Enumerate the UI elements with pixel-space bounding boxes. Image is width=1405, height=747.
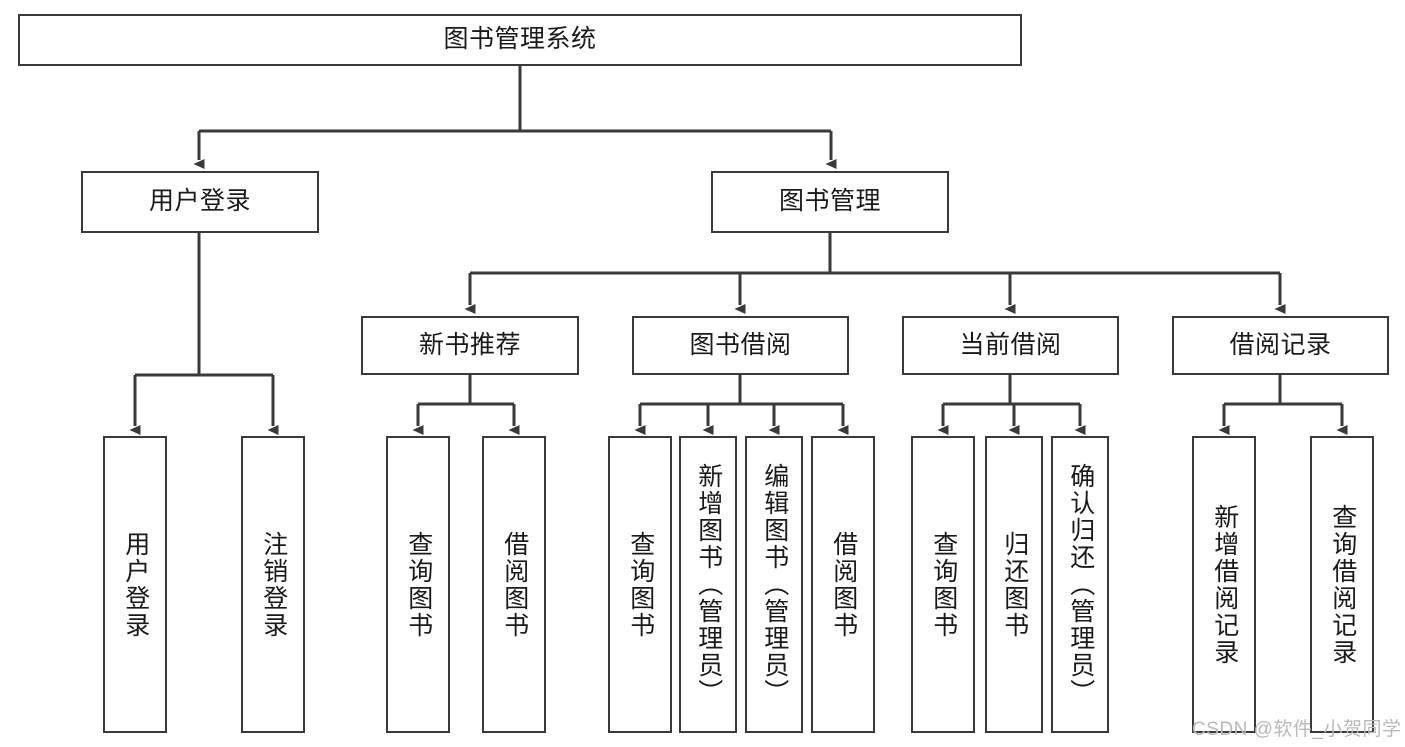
node-book-management[interactable]: 图书管理	[711, 171, 949, 233]
node-leaf-borrow-book-borrow-label: 借阅图书	[829, 530, 858, 639]
node-book-borrow[interactable]: 图书借阅	[632, 316, 849, 375]
node-leaf-return-book[interactable]: 归还图书	[985, 436, 1043, 733]
node-leaf-borrow-book-recommend-label: 借阅图书	[500, 530, 529, 639]
node-leaf-add-borrow-record-label: 新增借阅记录	[1210, 503, 1239, 666]
node-leaf-query-borrow-record[interactable]: 查询借阅记录	[1310, 436, 1374, 733]
node-leaf-add-borrow-record[interactable]: 新增借阅记录	[1192, 436, 1256, 733]
node-book-borrow-label: 图书借阅	[689, 330, 792, 359]
node-borrow-record-label: 借阅记录	[1229, 330, 1332, 359]
node-borrow-record[interactable]: 借阅记录	[1172, 316, 1389, 375]
node-leaf-user-login[interactable]: 用户登录	[103, 436, 167, 733]
node-leaf-confirm-return-admin[interactable]: 确认归还（管理员）	[1051, 436, 1109, 733]
csdn-watermark: CSDN @软件_小贺同学	[1192, 719, 1402, 740]
node-current-borrow[interactable]: 当前借阅	[902, 316, 1119, 375]
node-leaf-return-book-label: 归还图书	[1000, 530, 1029, 639]
node-leaf-logout-login-label: 注销登录	[259, 530, 288, 639]
node-root[interactable]: 图书管理系统	[18, 14, 1022, 66]
node-current-borrow-label: 当前借阅	[959, 330, 1062, 359]
node-leaf-edit-book-admin[interactable]: 编辑图书（管理员）	[745, 436, 803, 733]
node-new-book-recommend[interactable]: 新书推荐	[361, 316, 579, 375]
node-leaf-confirm-return-admin-label: 确认归还（管理员）	[1066, 463, 1095, 706]
node-leaf-query-book-borrow[interactable]: 查询图书	[608, 436, 672, 733]
node-leaf-add-book-admin-label: 新增图书（管理员）	[694, 463, 723, 706]
node-leaf-borrow-book-borrow[interactable]: 借阅图书	[811, 436, 875, 733]
node-leaf-query-book-borrow-label: 查询图书	[626, 530, 655, 639]
node-leaf-add-book-admin[interactable]: 新增图书（管理员）	[679, 436, 737, 733]
node-leaf-query-borrow-record-label: 查询借阅记录	[1328, 503, 1357, 666]
node-new-book-recommend-label: 新书推荐	[418, 330, 521, 359]
node-user-login[interactable]: 用户登录	[81, 171, 319, 233]
node-leaf-logout-login[interactable]: 注销登录	[241, 436, 305, 733]
node-leaf-borrow-book-recommend[interactable]: 借阅图书	[482, 436, 546, 733]
node-leaf-query-book-current-label: 查询图书	[929, 530, 958, 639]
node-leaf-user-login-label: 用户登录	[121, 530, 150, 639]
node-leaf-query-book-recommend[interactable]: 查询图书	[386, 436, 450, 733]
node-root-label: 图书管理系统	[443, 25, 597, 54]
node-leaf-query-book-recommend-label: 查询图书	[404, 530, 433, 639]
node-leaf-edit-book-admin-label: 编辑图书（管理员）	[760, 463, 789, 706]
node-leaf-query-book-current[interactable]: 查询图书	[911, 436, 975, 733]
node-book-management-label: 图书管理	[778, 187, 881, 216]
node-user-login-label: 用户登录	[148, 187, 251, 216]
